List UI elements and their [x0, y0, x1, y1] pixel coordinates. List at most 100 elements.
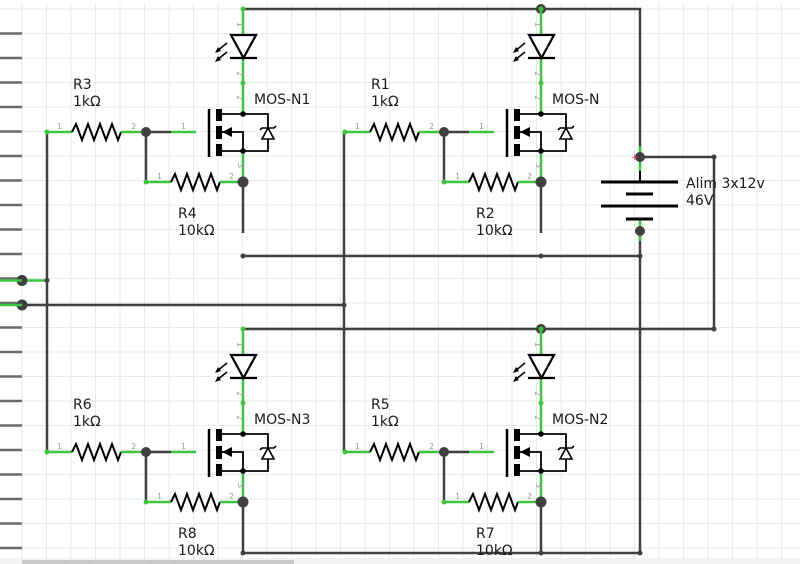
zener-diode-bar [557, 125, 575, 131]
mosfet-channel [514, 464, 520, 476]
led-pin [240, 326, 246, 332]
junction-dot [538, 253, 544, 259]
header-pin-stubs [0, 32, 22, 550]
pulldown-resistor-value: 10kΩ [476, 223, 513, 239]
pin-number: 2 [527, 172, 532, 181]
resistor-pin [342, 129, 348, 135]
pin-number: 1 [235, 342, 244, 347]
resistor-pin [143, 179, 149, 185]
mosfet-channel [216, 464, 222, 476]
horizontal-scrollbar[interactable] [22, 560, 294, 564]
mosfet-body-diode-wire [541, 113, 567, 152]
pin-number: 2 [235, 95, 244, 100]
pulldown-resistor-value: 10kΩ [178, 543, 215, 559]
zener-diode-bar [557, 445, 575, 451]
gate-resistor-value: 1kΩ [73, 94, 101, 110]
resistor-zigzag [170, 491, 221, 513]
led-symbol[interactable]: 12 [513, 326, 556, 406]
led-emission-arrowhead [513, 367, 519, 373]
mosfet-arrow [520, 447, 530, 457]
mosfet-name: MOS-N2 [552, 412, 608, 428]
led-symbol[interactable]: 12 [215, 6, 258, 86]
led-emission-arrowhead [215, 56, 221, 62]
mosfet-arrow [520, 127, 530, 137]
pin-number: 1 [355, 442, 360, 451]
battery-plus-node[interactable] [635, 152, 645, 162]
led-emission-arrowhead [215, 367, 221, 373]
junction-dot [44, 278, 50, 283]
pin-number: 1 [455, 172, 460, 181]
pin-number: 1 [533, 22, 542, 27]
resistor-zigzag [170, 171, 221, 193]
pin-number: 1 [533, 342, 542, 347]
wire-positive-rail[interactable] [243, 7, 642, 157]
mosfet-channel [216, 144, 222, 156]
junction-dot [637, 253, 643, 259]
pin-number: 2 [533, 95, 542, 100]
mosfet-body [520, 131, 542, 151]
zener-diode-triangle [558, 126, 574, 140]
gate-resistor-name: R5 [371, 397, 390, 413]
pin-number: 1 [157, 172, 162, 181]
junction-dot [711, 326, 717, 332]
mosfet-name: MOS-N [552, 92, 600, 108]
led-pin [240, 6, 246, 12]
zener-diode-triangle [558, 446, 574, 460]
mosfet-body [520, 451, 542, 471]
pin-number: 1 [181, 122, 186, 131]
led-emission-arrowhead [513, 376, 519, 382]
gate-resistor-name: R6 [73, 397, 92, 413]
zener-diode-triangle [260, 446, 276, 460]
pulldown-resistor-name: R2 [476, 206, 495, 222]
led-pin [538, 6, 544, 12]
pulldown-resistor-name: R8 [178, 526, 197, 542]
mosfet-channel [514, 126, 520, 139]
resistor-zigzag [71, 121, 122, 143]
pin-number: 2 [235, 71, 244, 76]
mosfet-channel [216, 429, 222, 441]
zener-diode-bar [259, 125, 277, 131]
mosfet-channel [514, 446, 520, 459]
led-triangle [229, 33, 258, 61]
battery-symbol[interactable]: + Alim 3x12v 46V [601, 146, 765, 241]
gate-resistor-name: R3 [73, 77, 92, 93]
mosfet-channel [216, 126, 222, 139]
pin-number: 2 [235, 391, 244, 396]
pulldown-resistor-value: 10kΩ [476, 543, 513, 559]
mosfet-channel [514, 109, 520, 121]
resistor-pin [441, 179, 447, 185]
plus-sign: + [631, 153, 639, 163]
resistor-zigzag [369, 121, 420, 143]
led-symbol[interactable]: 12 [513, 6, 556, 86]
pulldown-resistor-name: R7 [476, 526, 495, 542]
mosfet-channel [216, 446, 222, 459]
pin-number: 2 [131, 122, 136, 131]
junction-dot [637, 550, 643, 556]
pin-number: 1 [479, 442, 484, 451]
mosfet-node [240, 111, 246, 117]
pin-number: 1 [181, 442, 186, 451]
led-pin [538, 326, 544, 332]
junction-dot [711, 154, 717, 160]
led-emission-arrowhead [215, 47, 221, 53]
led-emission-arrowhead [513, 47, 519, 53]
led-triangle [527, 353, 556, 381]
led-symbol[interactable]: 12 [215, 326, 258, 406]
battery-minus-node[interactable] [635, 226, 645, 236]
